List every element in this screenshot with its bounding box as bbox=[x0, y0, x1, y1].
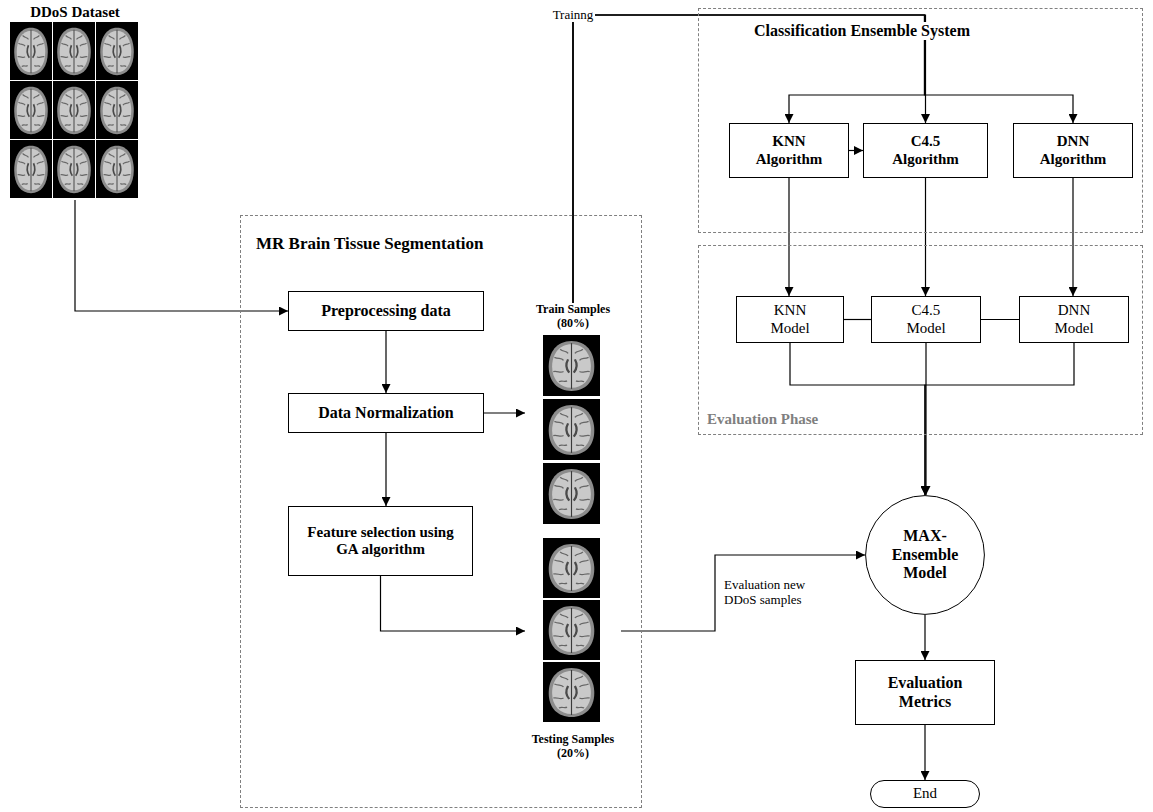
algorithm-box: KNN Algorithm bbox=[729, 123, 849, 178]
region-heading: Classification Ensemble System bbox=[751, 22, 973, 40]
region-heading: Evaluation Phase bbox=[707, 411, 818, 428]
region-heading: Train Samples (80%) bbox=[525, 303, 621, 331]
brain-image bbox=[543, 399, 600, 460]
connector bbox=[621, 555, 865, 631]
node-label: MAX- Ensemble Model bbox=[883, 527, 967, 582]
node-label: KNN Algorithm bbox=[746, 133, 832, 168]
connector bbox=[75, 200, 288, 311]
edge-label: Evaluation new DDoS samples bbox=[722, 578, 821, 608]
process-box: Data Normalization bbox=[288, 393, 484, 433]
brain-image bbox=[96, 140, 138, 198]
connector bbox=[849, 150, 863, 151]
test-images bbox=[543, 538, 600, 722]
dashed-region: MR Brain Tissue SegmentationPreprocessin… bbox=[240, 215, 642, 808]
connector bbox=[381, 576, 526, 631]
connector bbox=[385, 331, 386, 393]
connector bbox=[925, 343, 1074, 495]
node-label: End bbox=[913, 785, 937, 802]
model-box: KNN Model bbox=[736, 296, 844, 343]
connector bbox=[924, 615, 925, 660]
connector bbox=[788, 178, 789, 296]
brain-image bbox=[53, 140, 95, 198]
process-box: Preprocessing data bbox=[288, 291, 484, 331]
brain-image bbox=[53, 81, 95, 139]
region-heading: DDoS Dataset bbox=[8, 4, 142, 21]
heading-slot: DDoS Dataset bbox=[8, 4, 142, 21]
edge-label: Trainng bbox=[551, 8, 596, 23]
brain-image bbox=[10, 140, 52, 198]
region-heading: MR Brain Tissue Segmentation bbox=[256, 234, 483, 254]
terminal-pill: End bbox=[870, 780, 980, 808]
brain-image bbox=[543, 600, 600, 660]
connector bbox=[981, 319, 1019, 320]
dataset-grid bbox=[10, 22, 138, 198]
node-label: C4.5 Algorithm bbox=[880, 133, 971, 168]
brain-image bbox=[10, 81, 52, 139]
region-heading: Testing Samples (20%) bbox=[525, 733, 621, 761]
node-label: KNN Model bbox=[757, 302, 823, 337]
sample-group: Train Samples (80%) bbox=[525, 303, 621, 527]
model-box: DNN Model bbox=[1019, 296, 1129, 343]
connector bbox=[924, 725, 925, 780]
brain-image bbox=[543, 463, 600, 524]
node-label: Feature selection using GA algorithm bbox=[295, 524, 466, 559]
connector bbox=[385, 433, 386, 506]
brain-image bbox=[96, 81, 138, 139]
process-box: Feature selection using GA algorithm bbox=[288, 506, 473, 576]
heading-slot: MR Brain Tissue Segmentation bbox=[256, 234, 483, 254]
sample-group: Testing Samples (20%) bbox=[525, 537, 621, 761]
process-box: Evaluation Metrics bbox=[855, 660, 995, 725]
brain-image bbox=[543, 335, 600, 396]
node-label: Preprocessing data bbox=[321, 302, 451, 320]
brain-image bbox=[543, 662, 600, 722]
brain-image bbox=[10, 22, 52, 80]
brain-image bbox=[543, 538, 600, 598]
algorithm-box: DNN Algorithm bbox=[1013, 123, 1133, 178]
connector bbox=[573, 15, 1073, 303]
node-label: Evaluation Metrics bbox=[862, 674, 988, 711]
connector bbox=[1072, 178, 1073, 296]
node-label: C4.5 Model bbox=[892, 302, 960, 337]
node-label: Data Normalization bbox=[318, 404, 454, 422]
dashed-region: Classification Ensemble SystemKNN Algori… bbox=[698, 8, 1143, 233]
dataset-group: DDoS Dataset bbox=[8, 4, 142, 200]
node-label: DNN Model bbox=[1040, 302, 1108, 337]
brain-image bbox=[96, 22, 138, 80]
circle-outline bbox=[866, 496, 985, 615]
connector bbox=[925, 178, 926, 296]
ensemble-circle: MAX- Ensemble Model bbox=[865, 495, 985, 615]
brain-image bbox=[53, 22, 95, 80]
model-box: C4.5 Model bbox=[871, 296, 981, 343]
train-images bbox=[543, 335, 600, 524]
algorithm-box: C4.5 Algorithm bbox=[863, 123, 988, 178]
heading-slot: Classification Ensemble System bbox=[751, 22, 973, 40]
node-label: DNN Algorithm bbox=[1030, 133, 1116, 168]
connector bbox=[844, 319, 871, 320]
heading-slot: Train Samples (80%) bbox=[525, 303, 621, 331]
heading-slot: Evaluation Phase bbox=[707, 411, 818, 428]
dashed-region: Evaluation Phase KNN Model C4.5 Model DNN M… bbox=[698, 245, 1143, 435]
heading-slot: Testing Samples (20%) bbox=[525, 733, 621, 761]
connector bbox=[484, 412, 525, 413]
